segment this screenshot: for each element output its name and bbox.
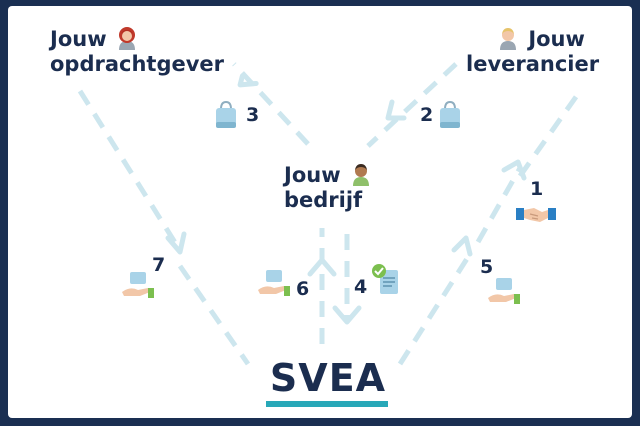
arrow-step1-to-supplier — [517, 92, 581, 178]
actor-supplier-label: Jouw leverancier — [466, 22, 599, 77]
actor-client-line2: opdrachtgever — [50, 52, 225, 76]
step-7-number: 7 — [152, 254, 166, 276]
flow-arrows — [77, 62, 581, 366]
step-4-number: 4 — [354, 276, 368, 298]
arrowhead-step3-up — [237, 73, 259, 88]
arrow-company-to-client — [232, 62, 310, 146]
actor-company-label: Jouw bedrijf — [284, 158, 369, 213]
actor-supplier-line2: leverancier — [466, 52, 600, 76]
money-hand-icon — [122, 272, 154, 298]
arrowhead-client-down — [165, 231, 187, 255]
arrowhead-svea-company-up — [307, 257, 337, 277]
svea-logo-underline — [266, 401, 388, 407]
arrowhead-company-svea-down — [332, 305, 362, 325]
arrow-client-to-svea — [77, 89, 179, 246]
step-1-number: 1 — [530, 178, 544, 200]
step-5-number: 5 — [480, 256, 494, 278]
actor-supplier-line1: Jouw — [528, 27, 585, 51]
step-2-number: 2 — [420, 104, 434, 126]
shopping-bag-icon — [216, 100, 236, 128]
shopping-bag-icon — [440, 100, 460, 128]
approved-document-icon — [372, 264, 398, 294]
man-avatar-icon — [500, 28, 516, 50]
money-hand-icon — [488, 278, 520, 304]
svea-logo-text: SVEA — [269, 356, 387, 400]
handshake-icon — [516, 208, 556, 222]
arrow-supplier-to-company — [366, 62, 458, 148]
actor-client-line1: Jouw — [50, 27, 107, 51]
step-3-number: 3 — [246, 104, 260, 126]
flow-diagram: Jouw opdrachtgever Jouw leverancier Jouw — [8, 6, 632, 418]
man-avatar-icon — [352, 164, 369, 186]
actor-client-label: Jouw opdrachtgever — [50, 22, 224, 77]
arrowhead-step5-up — [451, 235, 473, 257]
arrow-step5-to-step1 — [475, 166, 523, 244]
arrow-svea-to-step5 — [397, 252, 473, 366]
step-6-number: 6 — [296, 278, 310, 300]
actor-company-line2: bedrijf — [284, 188, 363, 212]
arrowhead-step2-down — [385, 99, 407, 121]
arrowhead-step1-up — [501, 159, 527, 181]
arrow-step7-to-svea — [177, 264, 251, 366]
money-hand-icon — [258, 270, 290, 296]
woman-avatar-icon — [118, 27, 135, 50]
actor-company-line1: Jouw — [284, 163, 341, 187]
